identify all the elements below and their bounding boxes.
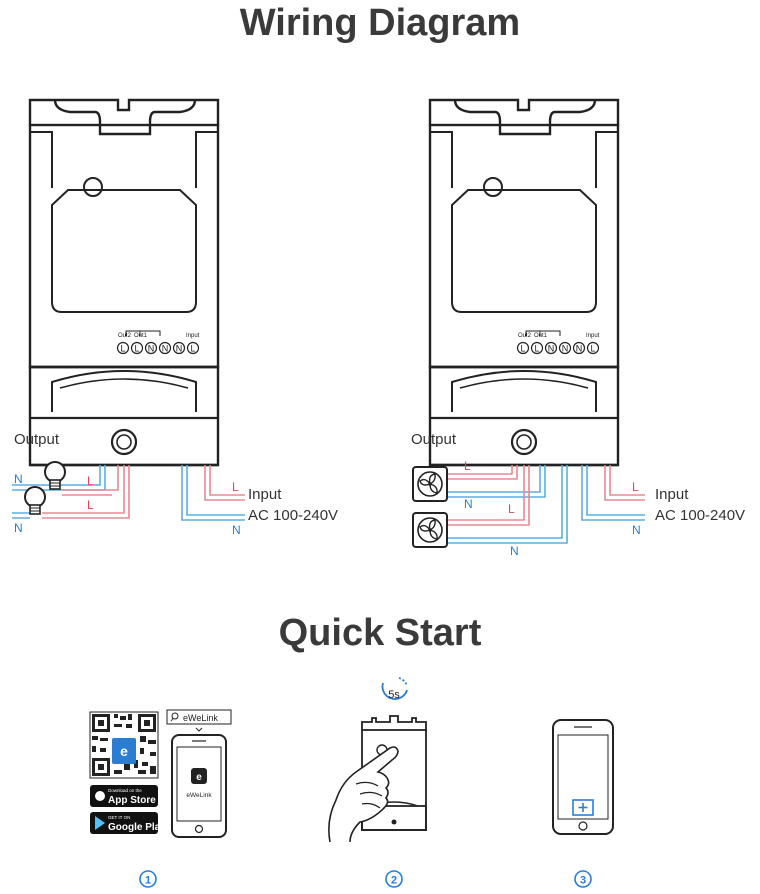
- input-label: Input: [248, 486, 282, 503]
- google-play-badge[interactable]: GET IT ON Google Play: [90, 812, 166, 834]
- switch-device-icon: [28, 98, 220, 467]
- wires: [12, 465, 245, 521]
- play-icon: [95, 816, 105, 830]
- live-label: L: [632, 480, 639, 494]
- app-store-badge[interactable]: Download on the App Store: [90, 785, 158, 807]
- neutral-label: N: [464, 497, 473, 511]
- app-store-text: App Store: [108, 795, 156, 806]
- step-3-add-device: 3: [552, 719, 614, 888]
- ewelink-app-icon: [191, 768, 207, 784]
- search-text: eWeLink: [183, 713, 218, 723]
- voltage-label: AC 100-240V: [655, 507, 745, 524]
- wiring-diagram-title: Wiring Diagram: [239, 2, 521, 44]
- terminal-tiny-label: Out1: [134, 333, 148, 339]
- input-label: Input: [655, 486, 689, 503]
- phone-icon: e eWeLink: [171, 734, 227, 838]
- live-label: L: [87, 474, 94, 488]
- qr-logo-letter: e: [120, 743, 128, 759]
- neutral-label: N: [510, 544, 519, 558]
- neutral-label: N: [14, 521, 23, 535]
- terminal-label: L: [120, 344, 125, 354]
- right-wiring-diagram: Out2 Out1 Input L L N N N L: [411, 98, 745, 558]
- terminal-label: N: [148, 344, 155, 354]
- step-number: 1: [145, 875, 151, 887]
- hand-icon: [328, 746, 399, 843]
- output-label: Output: [411, 431, 457, 448]
- live-label: L: [232, 480, 239, 494]
- search-icon: [171, 712, 179, 720]
- neutral-label: N: [14, 472, 23, 486]
- step-1-download-app: e Download on the App Store GET IT ON Go…: [89, 709, 232, 888]
- terminal-label: N: [562, 344, 569, 354]
- terminal-label: N: [576, 344, 583, 354]
- app-store-small-text: Download on the: [108, 788, 142, 793]
- fan-icon: [412, 512, 448, 548]
- terminal-tiny-label: Out2: [118, 333, 132, 339]
- app-icon-letter: e: [196, 772, 202, 783]
- live-label: L: [87, 498, 94, 512]
- terminal-label: L: [134, 344, 139, 354]
- qr-code-icon: e: [89, 711, 159, 779]
- google-play-text: Google Play: [108, 822, 166, 833]
- terminal-tiny-label: Out1: [534, 333, 548, 339]
- step-number: 2: [391, 875, 397, 887]
- neutral-label: N: [632, 523, 641, 537]
- terminal-label: N: [176, 344, 183, 354]
- fan-icon: [412, 466, 448, 502]
- timer-text: 5s: [388, 689, 400, 701]
- terminal-tiny-label: Input: [586, 333, 600, 339]
- live-label: L: [508, 502, 515, 516]
- voltage-label: AC 100-240V: [248, 507, 338, 524]
- quick-start-title: Quick Start: [278, 612, 482, 654]
- neutral-label: N: [232, 523, 241, 537]
- terminal-label: L: [534, 344, 539, 354]
- terminal-label: N: [162, 344, 169, 354]
- terminal-tiny-label: Out2: [518, 333, 532, 339]
- terminal-label: N: [548, 344, 555, 354]
- left-wiring-diagram: Out2 Out1 Input L L N N N L: [12, 98, 338, 537]
- apple-icon: [95, 791, 105, 801]
- search-bar: eWeLink: [166, 709, 232, 732]
- add-button-icon[interactable]: [572, 799, 594, 816]
- phone-icon: [552, 719, 614, 835]
- step-number: 3: [580, 875, 586, 887]
- wires: [448, 465, 645, 544]
- timer-badge: 5s: [381, 677, 408, 701]
- output-label: Output: [14, 431, 60, 448]
- terminal-block: Out2 Out1 Input L L N N N L: [116, 333, 200, 355]
- terminal-tiny-label: Input: [186, 333, 200, 339]
- app-name-label: eWeLink: [186, 792, 212, 799]
- terminal-block: Out2 Out1 Input L L N N N L: [516, 333, 600, 355]
- live-label: L: [464, 459, 471, 473]
- terminal-label: L: [520, 344, 525, 354]
- switch-device-icon: [428, 98, 620, 467]
- step-2-long-press: 5s 2: [328, 677, 427, 888]
- chevron-down-icon: [195, 727, 203, 732]
- google-play-small-text: GET IT ON: [108, 815, 130, 820]
- bulb-icon: [24, 486, 46, 515]
- terminal-label: L: [190, 344, 195, 354]
- terminal-label: L: [590, 344, 595, 354]
